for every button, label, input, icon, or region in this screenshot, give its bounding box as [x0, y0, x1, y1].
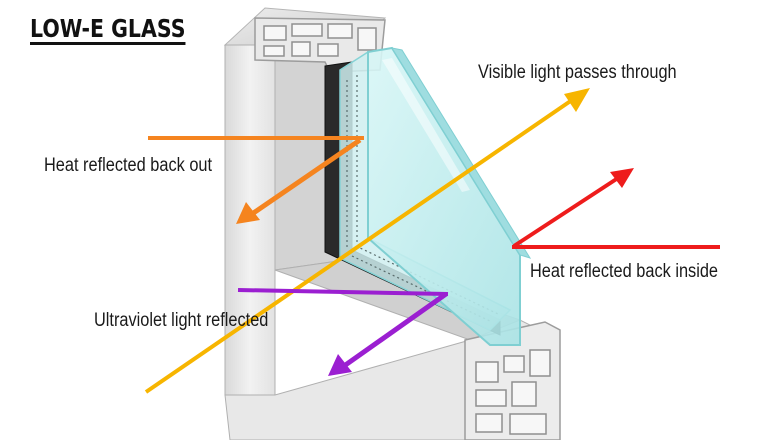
- spacer-dots: [351, 255, 493, 323]
- heat-inside-label: Heat reflected back inside: [530, 261, 719, 282]
- visible-light-arrow: [144, 98, 574, 394]
- outer-glass-edge: [390, 47, 532, 259]
- frame-top-chamber: [327, 23, 353, 39]
- uv-label: Ultraviolet light reflected: [94, 310, 269, 331]
- frame-bottom-chamber: [511, 381, 537, 407]
- frame-bottom-chamber: [503, 355, 525, 373]
- heat-out-label: Heat reflected back out: [44, 155, 213, 176]
- frame-top-chamber: [263, 25, 287, 41]
- frame-top-chamber: [357, 27, 377, 51]
- frame-bottom-chamber: [475, 413, 503, 433]
- uv-arrow: [342, 291, 448, 369]
- heat-inside-arrowhead: [610, 168, 634, 188]
- glass-unit: [324, 46, 532, 346]
- frame-bottom-chamber: [475, 389, 507, 407]
- frame-bottom-chamber: [509, 413, 547, 435]
- diagram-title: LOW-E GLASS: [30, 14, 186, 43]
- uv-arrowhead: [328, 354, 352, 376]
- heat-inside-arrow: [512, 176, 620, 248]
- light-arrows: [144, 88, 720, 394]
- glass-reflection: [382, 58, 470, 192]
- frame-bottom-chamber: [475, 361, 499, 383]
- uv-incoming: [237, 288, 449, 296]
- frame-top-chamber: [317, 43, 339, 57]
- heat-out-arrowhead: [236, 202, 260, 224]
- frame-bottom-chamber: [529, 349, 551, 377]
- frame-top-chamber: [291, 41, 311, 57]
- visible-light-arrowhead: [564, 88, 590, 112]
- frame-top-chamber: [263, 45, 285, 57]
- heat-out-arrow: [250, 137, 362, 217]
- visible-light-label: Visible light passes through: [478, 62, 677, 83]
- frame-top-chamber: [291, 23, 323, 37]
